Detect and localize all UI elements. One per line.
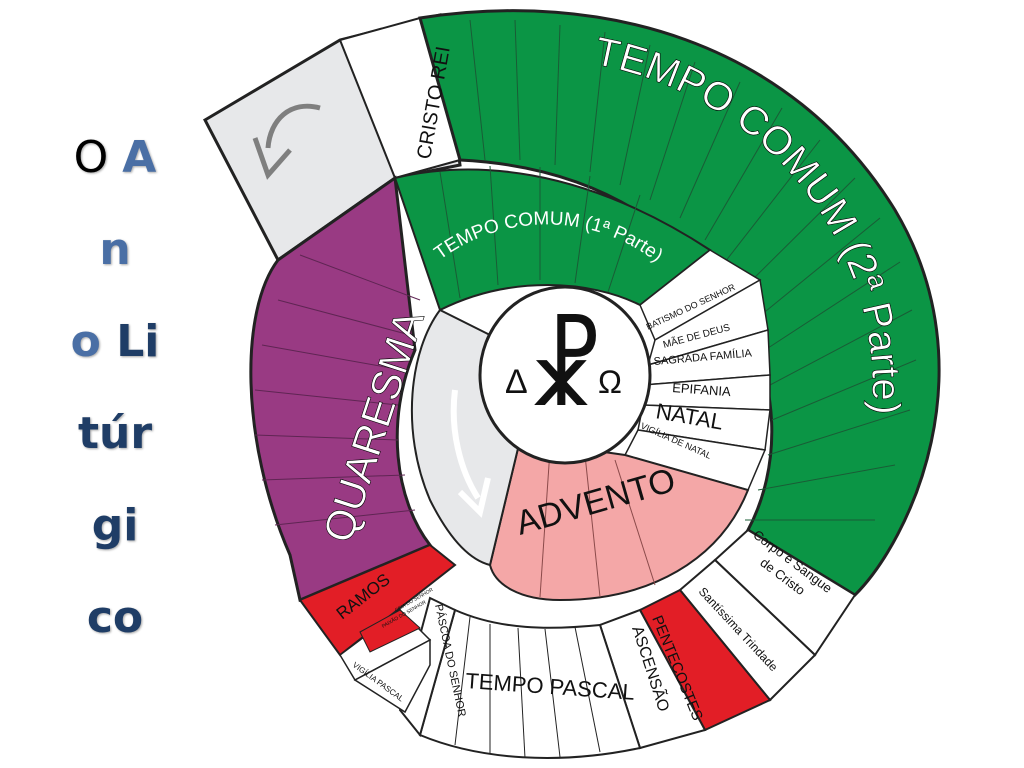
page-title: O A n o Li túr gi co	[40, 112, 190, 664]
advento-band	[488, 438, 750, 602]
inner-green-dividers	[439, 165, 641, 299]
ramos-band	[298, 543, 457, 657]
omega-symbol: Ω	[598, 364, 622, 400]
paixao-do-senhor-band	[359, 609, 421, 653]
tempo-pascal-dividers	[454, 616, 601, 759]
chi-rho-icon: ☧	[526, 312, 604, 429]
title-line-5: gi	[91, 500, 139, 551]
vigilia-pascal-band	[353, 638, 431, 714]
title-line-2: n	[99, 224, 131, 275]
quaresma-band	[249, 175, 433, 603]
title-line-3: o Li	[70, 316, 160, 367]
alpha-symbol: Δ	[505, 363, 528, 401]
title-line-1: O A	[73, 132, 157, 183]
title-line-4: túr	[77, 408, 153, 459]
quaresma-dividers	[254, 254, 421, 526]
curved-arrow-inner-icon	[450, 389, 491, 518]
outer-green-dividers	[469, 19, 917, 521]
center-circle	[478, 285, 652, 465]
advento-dividers	[539, 449, 656, 598]
label-epifania: EPIFANIA	[672, 380, 732, 399]
curved-arrow-outer-icon	[252, 103, 321, 180]
title-line-6: co	[86, 592, 144, 643]
